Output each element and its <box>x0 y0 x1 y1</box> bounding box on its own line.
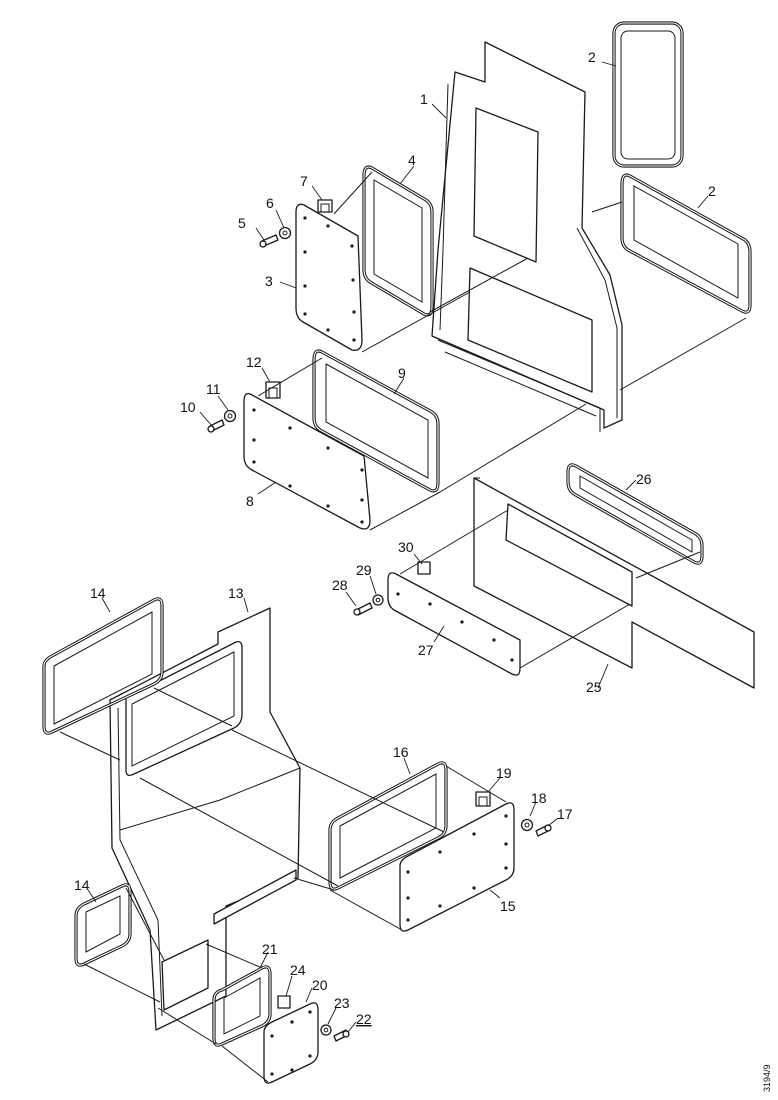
label-14-lower: 14 <box>74 877 90 893</box>
washer-11 <box>223 409 237 423</box>
label-27: 27 <box>418 642 434 658</box>
cover-plate-15 <box>399 802 515 932</box>
label-19: 19 <box>496 765 512 781</box>
label-22: 22 <box>356 1011 372 1027</box>
projection-lines-middle <box>399 509 701 669</box>
clip-30 <box>417 561 431 575</box>
label-9: 9 <box>398 365 406 381</box>
clip-19 <box>475 791 491 807</box>
label-18: 18 <box>531 790 547 806</box>
clip-12 <box>265 381 281 399</box>
cover-plate-20 <box>263 1002 319 1084</box>
window-gasket-2-upper <box>612 21 684 168</box>
label-13: 13 <box>228 585 244 601</box>
clip-24 <box>277 995 291 1009</box>
side-panel-13 <box>109 607 301 1031</box>
window-gasket-14-upper <box>42 597 164 735</box>
label-12: 12 <box>246 354 262 370</box>
window-gasket-2-lower <box>620 173 752 314</box>
washer-29 <box>372 594 384 606</box>
label-2-upper: 2 <box>588 49 596 65</box>
washer-6 <box>278 226 292 240</box>
window-gasket-21 <box>212 965 272 1047</box>
window-gasket-9 <box>312 349 440 493</box>
label-11: 11 <box>206 381 221 397</box>
label-1: 1 <box>420 91 428 107</box>
label-30: 30 <box>398 539 414 555</box>
screw-28 <box>353 602 373 616</box>
washer-18 <box>520 818 534 832</box>
window-gasket-14-lower <box>74 883 132 967</box>
screw-10 <box>207 419 225 433</box>
label-26: 26 <box>636 471 652 487</box>
label-5: 5 <box>238 215 246 231</box>
screw-17 <box>535 824 552 837</box>
side-panel-1 <box>431 41 623 432</box>
window-gasket-26 <box>566 463 704 565</box>
window-gasket-4 <box>362 165 434 317</box>
label-24: 24 <box>290 962 306 978</box>
cover-plate-8 <box>243 392 371 530</box>
label-10: 10 <box>180 399 196 415</box>
label-4: 4 <box>408 152 416 168</box>
cover-plate-3 <box>295 203 363 351</box>
washer-23 <box>320 1024 332 1036</box>
projection-lines-upper <box>257 171 747 531</box>
label-15: 15 <box>500 898 516 914</box>
label-17: 17 <box>557 806 573 822</box>
label-7: 7 <box>300 173 308 189</box>
part-labels: 1 2 2 3 4 5 6 7 8 9 10 11 12 13 14 14 15 <box>74 49 716 1033</box>
projection-lines-lower <box>59 687 507 1083</box>
label-8: 8 <box>246 493 254 509</box>
label-25: 25 <box>586 679 602 695</box>
clip-7 <box>317 199 333 213</box>
panel-25 <box>473 477 755 689</box>
label-20: 20 <box>312 977 328 993</box>
label-2-lower: 2 <box>708 183 716 199</box>
drawing-code: 3194/9 <box>762 1064 772 1092</box>
label-6: 6 <box>266 195 274 211</box>
label-21: 21 <box>262 941 278 957</box>
screw-5 <box>259 234 279 248</box>
cover-plate-27 <box>387 572 521 676</box>
label-16: 16 <box>393 744 409 760</box>
label-3: 3 <box>265 273 273 289</box>
screw-22 <box>333 1029 350 1042</box>
label-28: 28 <box>332 577 348 593</box>
label-23: 23 <box>334 995 350 1011</box>
label-29: 29 <box>356 562 372 578</box>
label-14-upper: 14 <box>90 585 106 601</box>
